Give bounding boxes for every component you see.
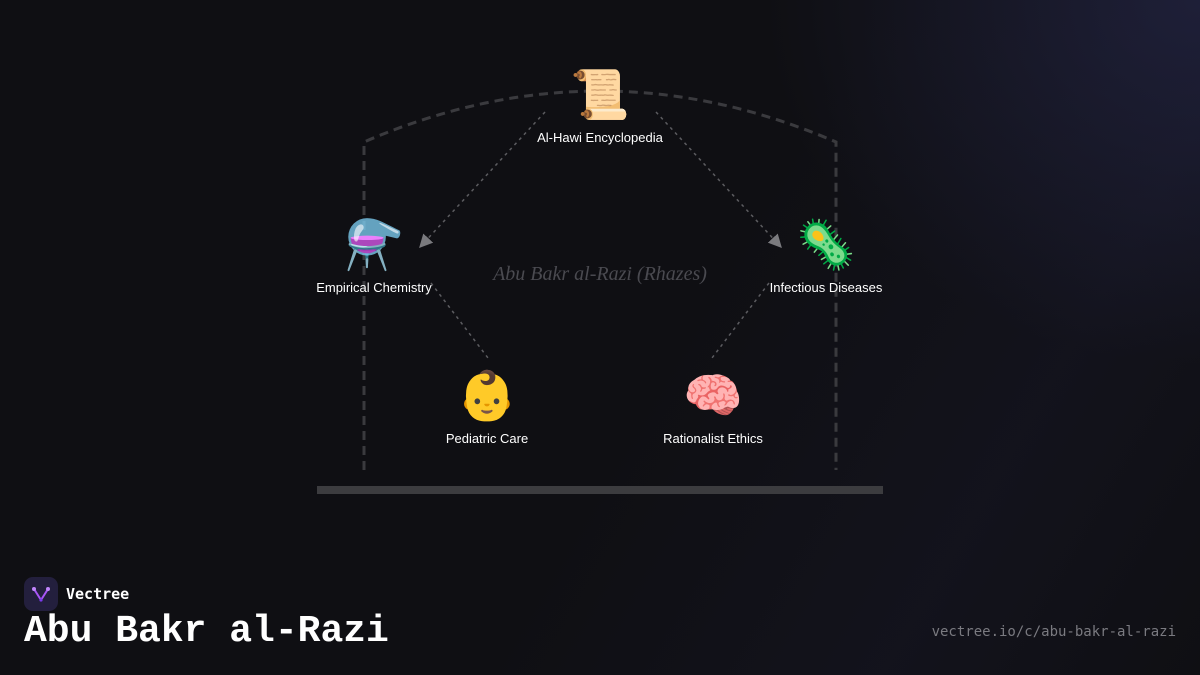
node-al-hawi-encyclopedia[interactable]: 📜 Al-Hawi Encyclopedia [500,68,700,145]
alembic-icon: ⚗️ [344,219,404,272]
node-rationalist-ethics[interactable]: 🧠 Rationalist Ethics [613,369,813,446]
scroll-icon: 📜 [570,69,630,122]
node-label: Pediatric Care [445,431,529,446]
connector-diseases-ethics [711,282,770,359]
connector-chemistry-pediatric [430,282,489,359]
arch-frame [362,89,838,470]
baby-icon: 👶 [457,370,517,423]
connector-hawi-diseases [655,111,782,248]
connector-hawi-chemistry [419,111,546,248]
diagram-center-title: Abu Bakr al-Razi (Rhazes) [493,263,707,285]
node-pediatric-care[interactable]: 👶 Pediatric Care [387,369,587,446]
microbe-icon: 🦠 [796,219,856,272]
base-plinth [317,486,883,494]
page-title: Abu Bakr al-Razi [24,610,389,653]
vectree-logo-icon [24,577,58,611]
brain-icon: 🧠 [683,370,743,423]
node-label: Infectious Diseases [769,280,883,295]
brand[interactable]: Vectree [24,577,129,611]
node-label: Rationalist Ethics [663,431,763,446]
node-infectious-diseases[interactable]: 🦠 Infectious Diseases [726,218,926,295]
node-label: Empirical Chemistry [316,280,432,295]
node-label: Al-Hawi Encyclopedia [537,130,663,145]
brand-name: Vectree [66,585,130,603]
page-url[interactable]: vectree.io/c/abu-bakr-al-razi [931,624,1176,640]
node-empirical-chemistry[interactable]: ⚗️ Empirical Chemistry [274,218,474,295]
